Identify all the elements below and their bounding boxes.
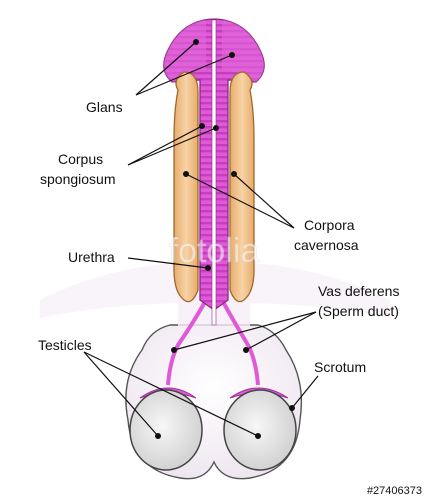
- label-corpus-spongiosum-2: spongiosum: [40, 171, 116, 187]
- corpora-cavernosa-right: [229, 71, 255, 303]
- label-scrotum: Scrotum: [314, 359, 366, 375]
- leader-lines: [83, 39, 319, 439]
- glans-right: [222, 20, 265, 82]
- watermark: fotolia: [169, 232, 260, 270]
- vas-deferens: [166, 299, 260, 386]
- testicle-left: [129, 389, 203, 471]
- corpora-cavernosa-left: [173, 71, 199, 303]
- label-vas-deferens-1: Vas deferens: [318, 283, 399, 299]
- labels: Glans Corpus spongiosum Corpora cavernos…: [38, 99, 399, 375]
- label-urethra: Urethra: [68, 249, 115, 265]
- stock-id: #27406373: [367, 485, 422, 497]
- label-testicles: Testicles: [38, 337, 92, 353]
- label-corpora-cavernosa-1: Corpora: [304, 217, 355, 233]
- label-corpus-spongiosum-1: Corpus: [58, 151, 103, 167]
- testicle-right: [223, 389, 297, 471]
- label-vas-deferens-2: (Sperm duct): [318, 303, 399, 319]
- label-corpora-cavernosa-2: cavernosa: [294, 237, 359, 253]
- urethra: [211, 19, 217, 326]
- label-glans: Glans: [86, 99, 123, 115]
